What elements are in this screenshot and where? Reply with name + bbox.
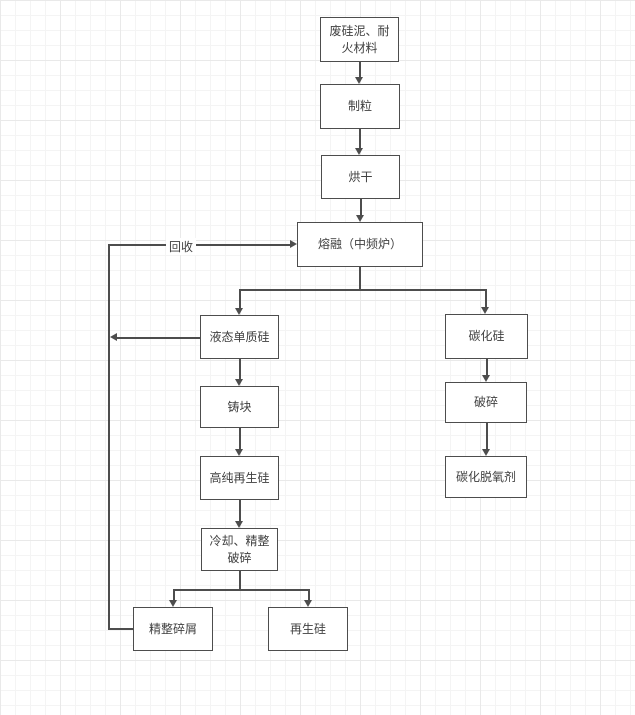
arrowhead-down-icon <box>355 77 363 84</box>
node-waste-silicon-mud[interactable]: 废硅泥、耐 火材料 <box>320 17 399 62</box>
arrowhead-down-icon <box>355 148 363 155</box>
node-cooling-finishing-crushing[interactable]: 冷却、精整 破碎 <box>201 528 278 571</box>
node-label: 碳化脱氧剂 <box>455 469 516 484</box>
edge-recycle-top-hline <box>108 244 290 246</box>
arrowhead-down-icon <box>482 375 490 382</box>
node-liquid-silicon[interactable]: 液态单质硅 <box>200 315 279 359</box>
edge-label-recycle[interactable]: 回收 <box>166 238 197 255</box>
arrowhead-down-icon <box>169 600 177 607</box>
arrowhead-down-icon <box>235 521 243 528</box>
edge-ingot-to-highpurity <box>239 428 241 449</box>
edge-cooling-branch-hline <box>173 589 308 591</box>
node-label: 液态单质硅 <box>209 329 270 344</box>
edge-recycle-bottom-hline <box>108 628 133 630</box>
node-melting-furnace[interactable]: 熔融（中频炉） <box>297 222 423 267</box>
arrowhead-down-icon <box>304 600 312 607</box>
node-silicon-carbide[interactable]: 碳化硅 <box>445 314 528 359</box>
arrowhead-left-icon <box>110 333 117 341</box>
node-carbide-deoxidizer[interactable]: 碳化脱氧剂 <box>445 456 527 498</box>
node-regen-silicon[interactable]: 再生硅 <box>268 607 348 651</box>
node-label: 烘干 <box>348 169 373 184</box>
node-label: 高纯再生硅 <box>209 470 270 485</box>
node-label: 碳化硅 <box>468 329 505 344</box>
node-label: 冷却、精整 破碎 <box>209 534 270 565</box>
node-finishing-debris[interactable]: 精整碎屑 <box>133 607 213 651</box>
edge-crushing-to-deoxidizer <box>486 423 488 449</box>
edge-liquid-silicon-left-hline <box>117 337 200 339</box>
edge-drying-to-melting <box>360 199 362 215</box>
edge-branch-to-finishing-debris <box>173 589 175 600</box>
edge-branch-to-regen-silicon <box>308 589 310 600</box>
arrowhead-down-icon <box>235 308 243 315</box>
arrowhead-down-icon <box>481 307 489 314</box>
node-label: 熔融（中频炉） <box>317 237 402 252</box>
node-label: 破碎 <box>473 395 498 410</box>
arrowhead-down-icon <box>356 215 364 222</box>
edge-granulation-to-drying <box>359 129 361 148</box>
node-label: 精整碎屑 <box>148 621 197 636</box>
edge-melting-branch-stem <box>359 267 361 289</box>
edge-branch-to-silicon-carbide <box>485 289 487 307</box>
edge-waste-to-granulation <box>359 62 361 77</box>
node-drying[interactable]: 烘干 <box>321 155 400 199</box>
node-label: 再生硅 <box>289 621 326 636</box>
edge-recycle-vline <box>108 244 110 628</box>
node-label: 制粒 <box>347 99 372 114</box>
arrowhead-down-icon <box>235 379 243 386</box>
edge-highpurity-to-cooling <box>239 500 241 521</box>
edge-carbide-to-crushing <box>486 359 488 375</box>
arrowhead-right-icon <box>290 240 297 248</box>
edge-branch-to-liquid-silicon <box>239 289 241 308</box>
node-label: 铸块 <box>227 399 252 414</box>
node-label: 废硅泥、耐 火材料 <box>329 24 390 55</box>
edge-liquid-to-ingot <box>239 359 241 379</box>
node-granulation[interactable]: 制粒 <box>320 84 400 129</box>
node-crushing[interactable]: 破碎 <box>445 382 527 423</box>
edge-cooling-branch-stem <box>239 571 241 589</box>
edge-melting-branch-hline <box>239 289 486 291</box>
node-high-purity-regen-silicon[interactable]: 高纯再生硅 <box>200 456 279 500</box>
arrowhead-down-icon <box>482 449 490 456</box>
node-ingot-casting[interactable]: 铸块 <box>200 386 279 428</box>
arrowhead-down-icon <box>235 449 243 456</box>
